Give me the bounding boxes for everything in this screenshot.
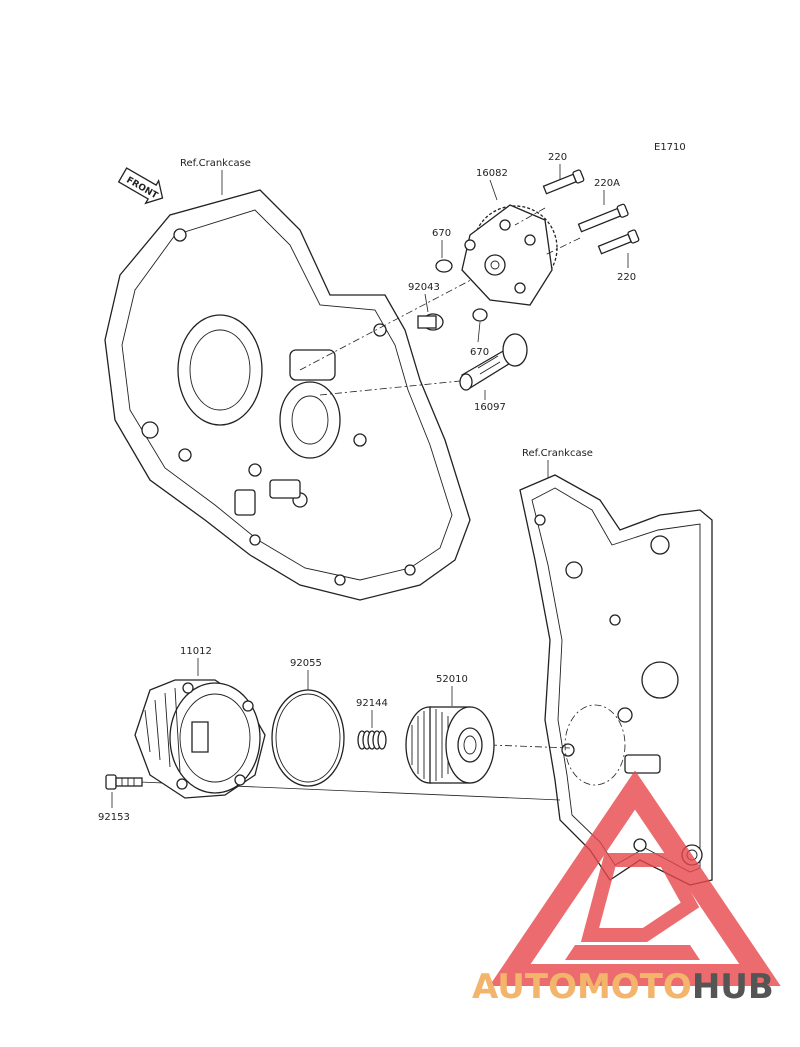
label-220-bottom: 220 [617,272,636,283]
front-arrow-icon: FRONT [117,167,164,205]
label-670-bottom: 670 [470,347,489,358]
dowel-92043 [417,313,444,331]
filter-cover-11012 [134,679,266,799]
spring-92144 [357,730,387,750]
triangle-logo-icon [489,770,781,986]
oil-pump-16082 [461,204,558,306]
ref-crankcase-upper-label: Ref.Crankcase [180,158,251,169]
oil-filter-52010 [405,706,495,784]
label-11012: 11012 [180,646,212,657]
diagram-code: E1710 [654,142,686,153]
label-92144: 92144 [356,698,388,709]
label-92043: 92043 [408,282,440,293]
logo-text-part2: HUB [692,967,774,1007]
label-92055: 92055 [290,658,322,669]
oring-670-top [435,259,453,273]
label-220-top: 220 [548,152,567,163]
automotohub-logo: AUTOMOTOHUB [472,770,781,1007]
upper-crankcase [104,189,471,601]
svg-text:AUTOMOTOHUB: AUTOMOTOHUB [472,967,774,1007]
lower-crankcase [519,474,713,886]
bolt-220a [577,203,629,233]
bolt-92153 [105,774,143,790]
label-220a: 220A [594,178,620,189]
bolt-220-bottom [597,229,640,255]
label-16097: 16097 [474,402,506,413]
oring-92055 [271,689,345,787]
label-16082: 16082 [476,168,508,179]
logo-text-part1: AUTOMOTO [472,967,692,1007]
label-52010: 52010 [436,674,468,685]
oil-strainer-16097 [459,333,528,391]
oring-670-bottom [472,308,488,322]
label-92153: 92153 [98,812,130,823]
ref-crankcase-lower-label: Ref.Crankcase [522,448,593,459]
label-670-top: 670 [432,228,451,239]
bolt-220-top [542,169,585,195]
